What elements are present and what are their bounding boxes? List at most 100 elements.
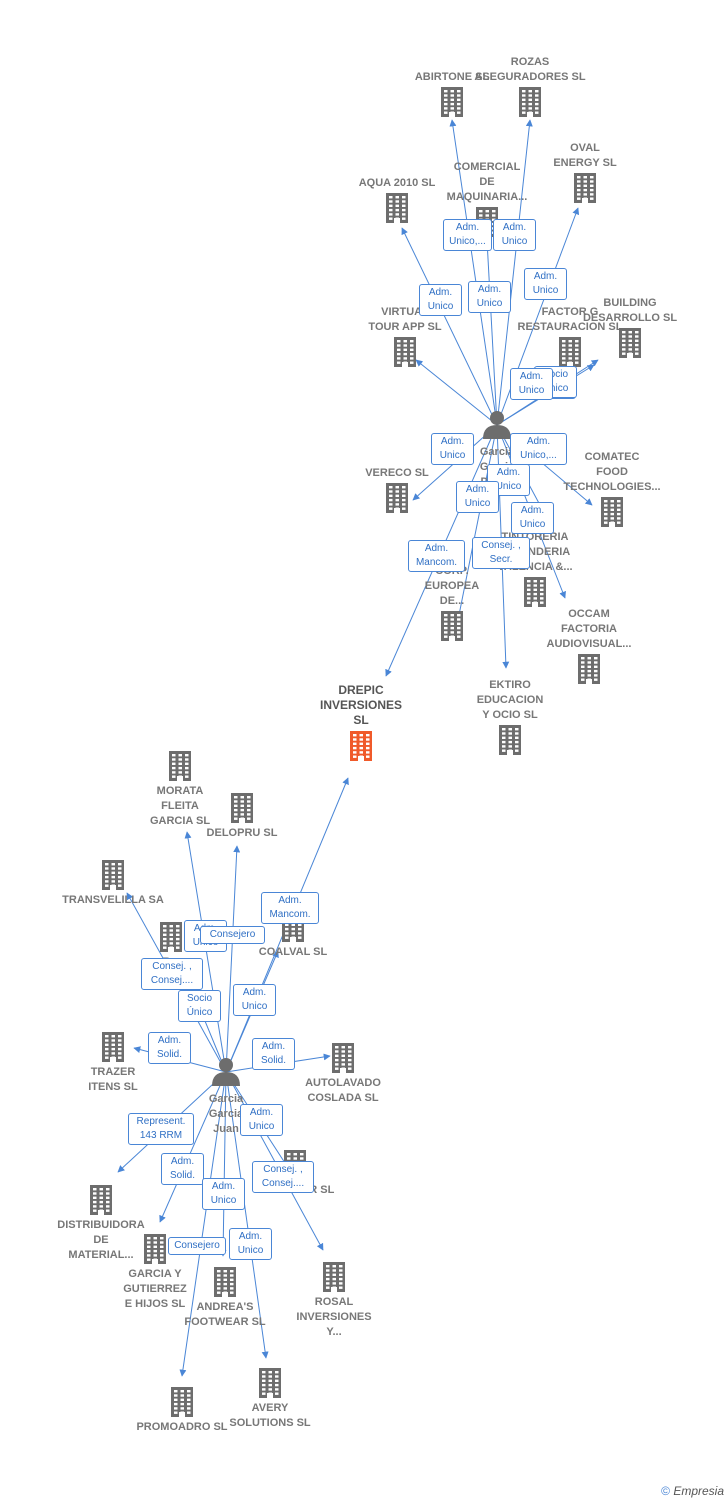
building-icon <box>386 483 408 513</box>
role-label-daniel-oval[interactable]: Adm. Unico <box>524 268 567 300</box>
role-label-juan-avery[interactable]: Adm. Unico <box>229 1228 272 1260</box>
node-label: SOLUTIONS SL <box>229 1417 311 1429</box>
node-label: DE <box>93 1234 108 1246</box>
node-label: MATERIAL... <box>68 1249 133 1261</box>
node-label: SL <box>353 713 368 727</box>
role-label-daniel-aqua[interactable]: Adm. Unico <box>419 284 462 316</box>
building-icon <box>259 1368 281 1398</box>
role-label-juan-gyg[interactable]: Adm. Solid. <box>161 1153 204 1185</box>
node-label: RESTAURACION SL <box>518 321 623 333</box>
role-label-juan-drepic[interactable]: Adm. Mancom. <box>261 892 319 924</box>
role-label-juan-delopru[interactable]: Consejero <box>200 926 265 944</box>
role-label-daniel-occam[interactable]: Adm. Unico <box>511 502 554 534</box>
person-icon <box>212 1058 240 1086</box>
node-label: INVERSIONES <box>296 1311 371 1323</box>
node-label: ANDREA'S <box>196 1301 253 1313</box>
building-icon <box>350 731 372 761</box>
node-rosal[interactable]: ROSALINVERSIONESY... <box>296 1262 372 1338</box>
role-label-daniel-ektiro[interactable]: Consej. , Secr. <box>472 537 530 569</box>
node-label: Garcia <box>480 446 515 458</box>
building-icon <box>386 193 408 223</box>
node-label: OVAL <box>570 142 600 154</box>
edge-daniel-rozas <box>496 119 533 426</box>
node-label: ASEGURADORES SL <box>474 71 586 83</box>
role-label-juan-transvelilla[interactable]: Consej. , Consej.... <box>141 958 203 990</box>
node-label: VIRTUAL <box>381 306 429 318</box>
node-label: AQUA 2010 SL <box>359 177 436 189</box>
building-icon <box>90 1185 112 1215</box>
role-label-juan-rsl[interactable]: Socio Único <box>178 990 221 1022</box>
role-label-daniel-drepic[interactable]: Adm. Mancom. <box>408 540 465 572</box>
node-label: MORATA <box>157 785 204 797</box>
node-andreas[interactable]: ANDREA'S FOOTWEAR SL <box>184 1267 266 1328</box>
role-label-juan-autolavado[interactable]: Adm. Solid. <box>252 1038 295 1070</box>
edge-daniel-abirtone <box>449 119 498 426</box>
role-label-daniel-vereco[interactable]: Adm. Unico <box>431 433 474 465</box>
node-label: DELOPRU SL <box>207 827 278 839</box>
node-aqua[interactable]: AQUA 2010 SL <box>359 177 436 223</box>
node-label: VERECO SL <box>365 467 429 479</box>
node-label: ABIRTONE SL <box>415 71 490 83</box>
node-europea[interactable]: CORP.EUROPEADE... <box>425 565 479 641</box>
node-label: Garcia <box>209 1108 244 1120</box>
role-label-juan-distribuidora[interactable]: Represent. 143 RRM <box>128 1113 194 1145</box>
building-icon <box>144 1234 166 1264</box>
role-label-daniel-tintoreria[interactable]: Adm. Unico <box>487 464 530 496</box>
node-label: COALVAL SL <box>259 946 328 958</box>
node-label: ITENS SL <box>88 1081 138 1093</box>
node-comatec[interactable]: COMATECFOODTECHNOLOGIES... <box>563 451 661 527</box>
role-label-juan-andreas[interactable]: Adm. Unico <box>202 1178 245 1210</box>
node-label: FOOD <box>596 466 628 478</box>
node-distribuidora[interactable]: DISTRIBUIDORADEMATERIAL... <box>57 1185 145 1261</box>
node-occam[interactable]: OCCAMFACTORIAAUDIOVISUAL... <box>547 608 632 684</box>
node-label: DE <box>479 176 494 188</box>
role-label-juan-promoadro[interactable]: Consejero <box>168 1237 226 1255</box>
node-label: TOUR APP SL <box>368 321 441 333</box>
node-label: EKTIRO <box>489 679 531 691</box>
role-label-juan-rosal[interactable]: Consej. , Consej.... <box>252 1161 314 1193</box>
node-abirtone[interactable]: ABIRTONE SL <box>415 71 490 117</box>
node-label: TRAZER <box>91 1066 136 1078</box>
role-label-daniel-building[interactable]: Adm. Unico <box>510 368 553 400</box>
building-icon <box>169 751 191 781</box>
edge-juan-andreas <box>219 1071 227 1257</box>
role-label-juan-carvular[interactable]: Adm. Unico <box>240 1104 283 1136</box>
role-label-daniel-comercial[interactable]: Adm. Unico <box>468 281 511 313</box>
role-label-daniel-abirtone[interactable]: Adm. Unico,... <box>443 219 492 251</box>
node-label: FOOTWEAR SL <box>184 1316 266 1328</box>
node-delopru[interactable]: DELOPRU SL <box>207 793 278 839</box>
role-label-juan-coalval[interactable]: Adm. Unico <box>233 984 276 1016</box>
brand-logo[interactable]: Empresia <box>673 1484 724 1498</box>
node-label: INVERSIONES <box>320 698 402 712</box>
node-trazer[interactable]: TRAZER ITENS SL <box>88 1032 138 1093</box>
role-label-daniel-comatec[interactable]: Adm. Unico,... <box>510 433 567 465</box>
node-label: MAQUINARIA... <box>447 191 528 203</box>
node-promoadro[interactable]: PROMOADRO SL <box>136 1387 228 1433</box>
role-label-juan-trazer[interactable]: Adm. Solid. <box>148 1032 191 1064</box>
node-label: GUTIERREZ <box>123 1283 187 1295</box>
node-morata[interactable]: MORATA FLEITA GARCIA SL <box>150 751 210 827</box>
node-virtual[interactable]: VIRTUAL TOUR APP SL <box>368 306 442 367</box>
node-label: FLEITA <box>161 800 199 812</box>
role-label-daniel-rozas[interactable]: Adm. Unico <box>493 219 536 251</box>
building-icon <box>102 860 124 890</box>
node-label: EUROPEA <box>425 580 479 592</box>
node-vereco[interactable]: VERECO SL <box>365 467 429 513</box>
node-label: GARCIA SL <box>150 815 210 827</box>
role-label-daniel-europea[interactable]: Adm. Unico <box>456 481 499 513</box>
node-transvelilla[interactable]: TRANSVELILLA SA <box>62 860 164 906</box>
building-icon <box>171 1387 193 1417</box>
building-icon <box>578 654 600 684</box>
edge-juan-morata <box>184 831 227 1073</box>
